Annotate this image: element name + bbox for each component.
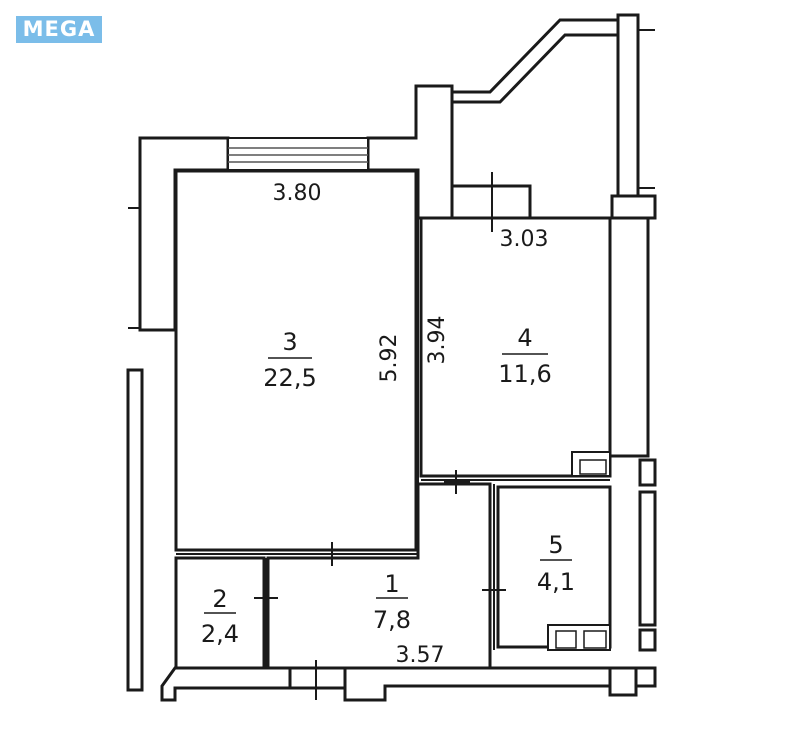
- room-4: [419, 216, 612, 478]
- dim-room-4-depth: 3.94: [425, 316, 450, 365]
- logo-text: MEGA: [22, 17, 96, 41]
- dim-room-3-depth: 5.92: [377, 334, 402, 383]
- room-1-area: 7,8: [373, 606, 411, 634]
- balcony: [448, 13, 655, 198]
- room-2-area: 2,4: [201, 620, 239, 648]
- door-markers: [254, 172, 506, 700]
- dim-room-4-width: 3.03: [500, 227, 549, 252]
- room-3: [174, 169, 418, 552]
- room-4-area: 11,6: [498, 360, 551, 388]
- room-5-number: 5: [548, 531, 563, 559]
- dimension-labels: 3.80 5.92 3.94 3.03 3.57: [273, 181, 549, 668]
- room-3-area: 22,5: [263, 364, 316, 392]
- room-1-number: 1: [384, 570, 399, 598]
- room-4-number: 4: [517, 324, 532, 352]
- room-1: [266, 482, 492, 670]
- room-5-area: 4,1: [537, 568, 575, 596]
- room-labels: 3 22,5 4 11,6 1 7,8 2 2,4 5 4,1: [201, 324, 575, 648]
- room-5: [496, 485, 612, 649]
- dim-room-1-width: 3.57: [396, 643, 445, 668]
- dim-room-3-width: 3.80: [273, 181, 322, 206]
- mega-logo: MEGA: [16, 16, 102, 43]
- room-2-number: 2: [212, 585, 227, 613]
- room-3-number: 3: [282, 328, 297, 356]
- inner-walls: [176, 218, 611, 668]
- window-room-3: [227, 137, 369, 171]
